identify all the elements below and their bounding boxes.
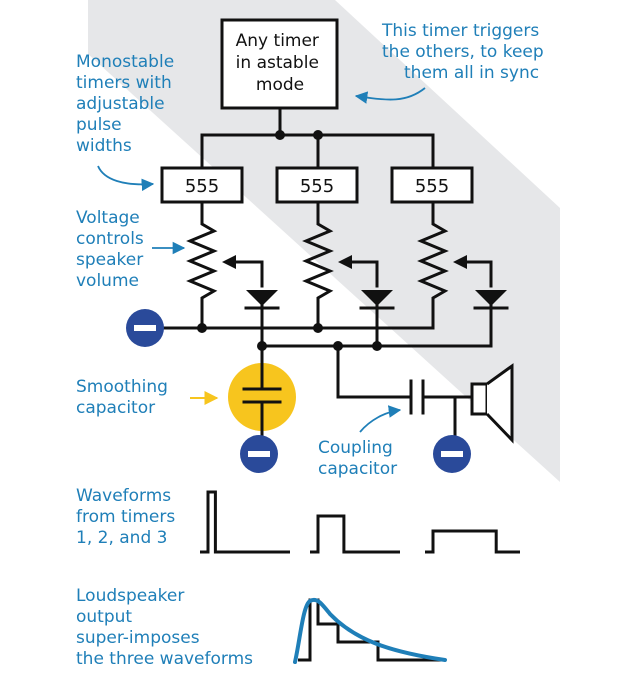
- timer-box-1: 555: [160, 166, 244, 204]
- wiper-arrow-head: [453, 255, 467, 269]
- diode-icon: [359, 290, 395, 348]
- junction-dot: [313, 323, 323, 333]
- timer-box-3: 555: [390, 166, 474, 204]
- diode-icon: [473, 290, 509, 348]
- master-timer-line-3: mode: [256, 75, 304, 95]
- background-band: [88, 0, 560, 482]
- trigger-pointer-arrow: [354, 87, 426, 104]
- svg-text:Any timer in astable: Any timer in astable mode: [236, 31, 325, 95]
- monostable-pointer-arrow: [97, 165, 155, 192]
- timer-label: 555: [415, 176, 449, 197]
- wiper-arrow-wire: [350, 260, 379, 288]
- junction-dot: [313, 130, 323, 140]
- output-step-trace: [298, 598, 445, 662]
- timer-3-waveform: [425, 529, 520, 554]
- wiper-arrow-wire: [465, 260, 493, 288]
- output-waveform: [293, 597, 447, 664]
- waveforms-annotation: Waveforms from timers 1, 2, and 3: [76, 486, 181, 548]
- junction-dot: [275, 130, 285, 140]
- minus-circle-icon: [240, 435, 278, 473]
- monostable-annotation: Monostable timers with adjustable pulse …: [76, 52, 180, 156]
- smoothing-annotation: Smoothing capacitor: [76, 377, 173, 418]
- junction-dot: [197, 323, 207, 333]
- potentiometer-icon: [186, 200, 218, 330]
- timer-label: 555: [300, 176, 334, 197]
- timer-1-waveform: [200, 490, 290, 554]
- wiper-arrow-head: [338, 255, 352, 269]
- timer-2-waveform: [310, 514, 400, 554]
- smoothing-capacitor-highlight: [228, 363, 296, 431]
- diode-icon: [244, 290, 280, 348]
- timer-waveforms: [200, 490, 520, 554]
- master-timer-line-2: in astable: [236, 53, 319, 73]
- potentiometer-icon: [302, 200, 334, 330]
- capacitor-icon: [409, 379, 425, 415]
- junction-dot: [372, 341, 382, 351]
- minus-circle-icon: [126, 309, 164, 347]
- potentiometer-icon: [417, 200, 449, 330]
- loudspeaker-icon: [470, 363, 514, 444]
- trigger-annotation: This timer triggers the others, to keep …: [381, 21, 549, 83]
- wiper-arrow-wire: [234, 260, 264, 288]
- capacitor-icon: [242, 344, 282, 440]
- coupling-wire: [336, 344, 411, 399]
- minus-circle-icon: [433, 435, 471, 473]
- coupling-pointer-arrow: [359, 405, 402, 433]
- master-timer-line-1: Any timer: [236, 31, 319, 51]
- voltage-annotation: Voltage controls speaker volume: [76, 208, 149, 291]
- output-envelope-curve: [293, 597, 447, 664]
- timer-label: 555: [185, 176, 219, 197]
- timer-box-2: 555: [275, 166, 359, 204]
- wiper-arrow-head: [222, 255, 236, 269]
- coupling-annotation: Coupling capacitor: [318, 438, 398, 479]
- speaker-wire: [423, 395, 474, 439]
- output-annotation: Loudspeaker output super-imposes the thr…: [76, 586, 253, 669]
- master-timer-box: Any timer in astable mode: [220, 18, 339, 110]
